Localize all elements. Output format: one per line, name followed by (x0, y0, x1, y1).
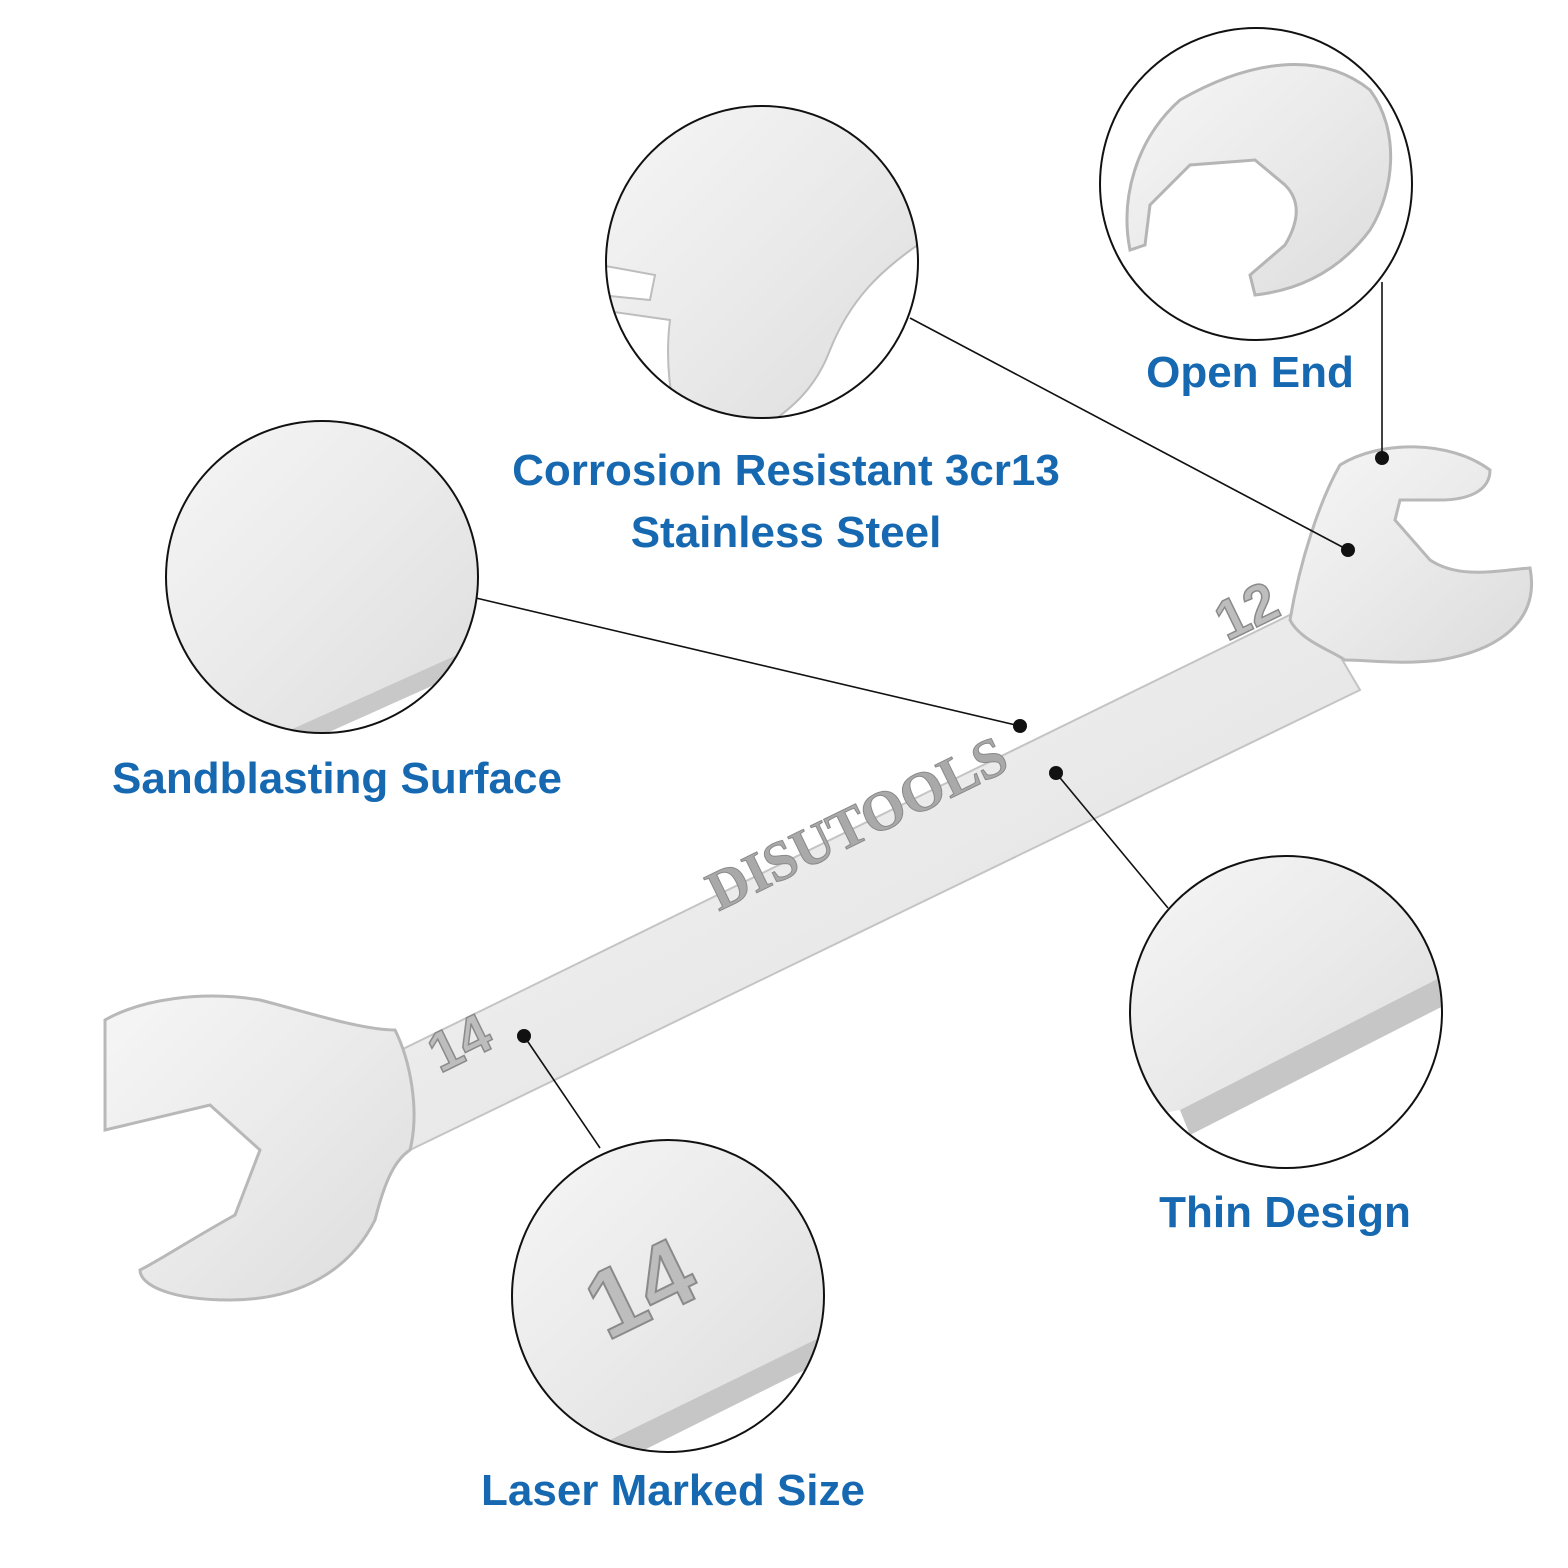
feature-label-thin: Thin Design (1159, 1188, 1411, 1237)
dot-corrosion (1341, 543, 1355, 557)
dot-open-end (1375, 451, 1389, 465)
dot-laser (517, 1029, 531, 1043)
leader-line-thin (1055, 772, 1169, 909)
zoom-circle-sandblasting (165, 420, 479, 734)
zoom-circle-open-end (1099, 27, 1413, 341)
leader-lines (475, 282, 1383, 1149)
feature-label-corrosion-line1: Corrosion Resistant 3cr13 (512, 446, 1060, 495)
feature-label-corrosion-line2: Stainless Steel (630, 508, 942, 557)
leader-line-corrosion (909, 317, 1349, 551)
feature-label-corrosion: Corrosion Resistant 3cr13 Stainless Stee… (456, 440, 1116, 564)
feature-label-open-end: Open End (1146, 348, 1354, 397)
dot-sandblasting (1013, 719, 1027, 733)
wrench-head-small (1288, 445, 1533, 664)
feature-label-laser: Laser Marked Size (481, 1466, 865, 1515)
leader-dots (517, 451, 1389, 1043)
zoom-circle-laser: 14 (511, 1139, 825, 1453)
dot-thin (1049, 766, 1063, 780)
leader-line-laser (523, 1035, 601, 1149)
zoom-circle-corrosion (605, 105, 919, 419)
zoom-circle-thin (1129, 855, 1443, 1169)
feature-label-sandblasting: Sandblasting Surface (112, 754, 562, 803)
leader-line-sandblasting (475, 597, 1021, 727)
wrench-head-large (103, 994, 416, 1302)
